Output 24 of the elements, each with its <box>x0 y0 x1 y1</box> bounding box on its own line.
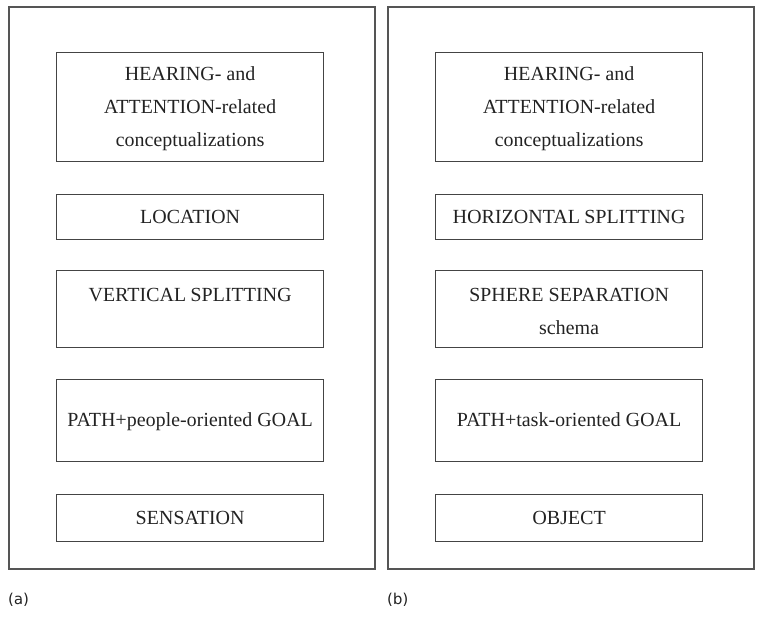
concept-label: HEARING- and ATTENTION-related conceptualizations <box>102 62 278 152</box>
panel-frame <box>387 6 755 570</box>
concept-label: VERTICAL SPLITTING <box>88 283 292 308</box>
concept-label: HORIZONTAL SPLITTING <box>452 204 686 230</box>
concept-label: LOCATION <box>140 204 240 230</box>
concept-box <box>435 494 703 542</box>
concept-box <box>435 52 703 162</box>
concept-box <box>56 52 324 162</box>
panel-frame <box>8 6 376 570</box>
concept-label: SPHERE SEPARATION schema <box>468 283 670 341</box>
concept-box <box>56 494 324 542</box>
concept-box <box>435 270 703 348</box>
concept-box <box>435 379 703 462</box>
concept-box <box>435 194 703 240</box>
concept-label: SENSATION <box>136 506 244 530</box>
concept-label: OBJECT <box>532 506 606 530</box>
concept-label: HEARING- and ATTENTION-related conceptualizations <box>482 62 656 152</box>
concept-box <box>56 194 324 240</box>
concept-label: PATH+people-oriented GOAL <box>67 408 313 433</box>
panel-caption: (b) <box>387 590 408 608</box>
concept-label: PATH+task-oriented GOAL <box>456 408 682 433</box>
panel-caption: (a) <box>8 590 29 608</box>
concept-box <box>56 270 324 348</box>
concept-box <box>56 379 324 462</box>
